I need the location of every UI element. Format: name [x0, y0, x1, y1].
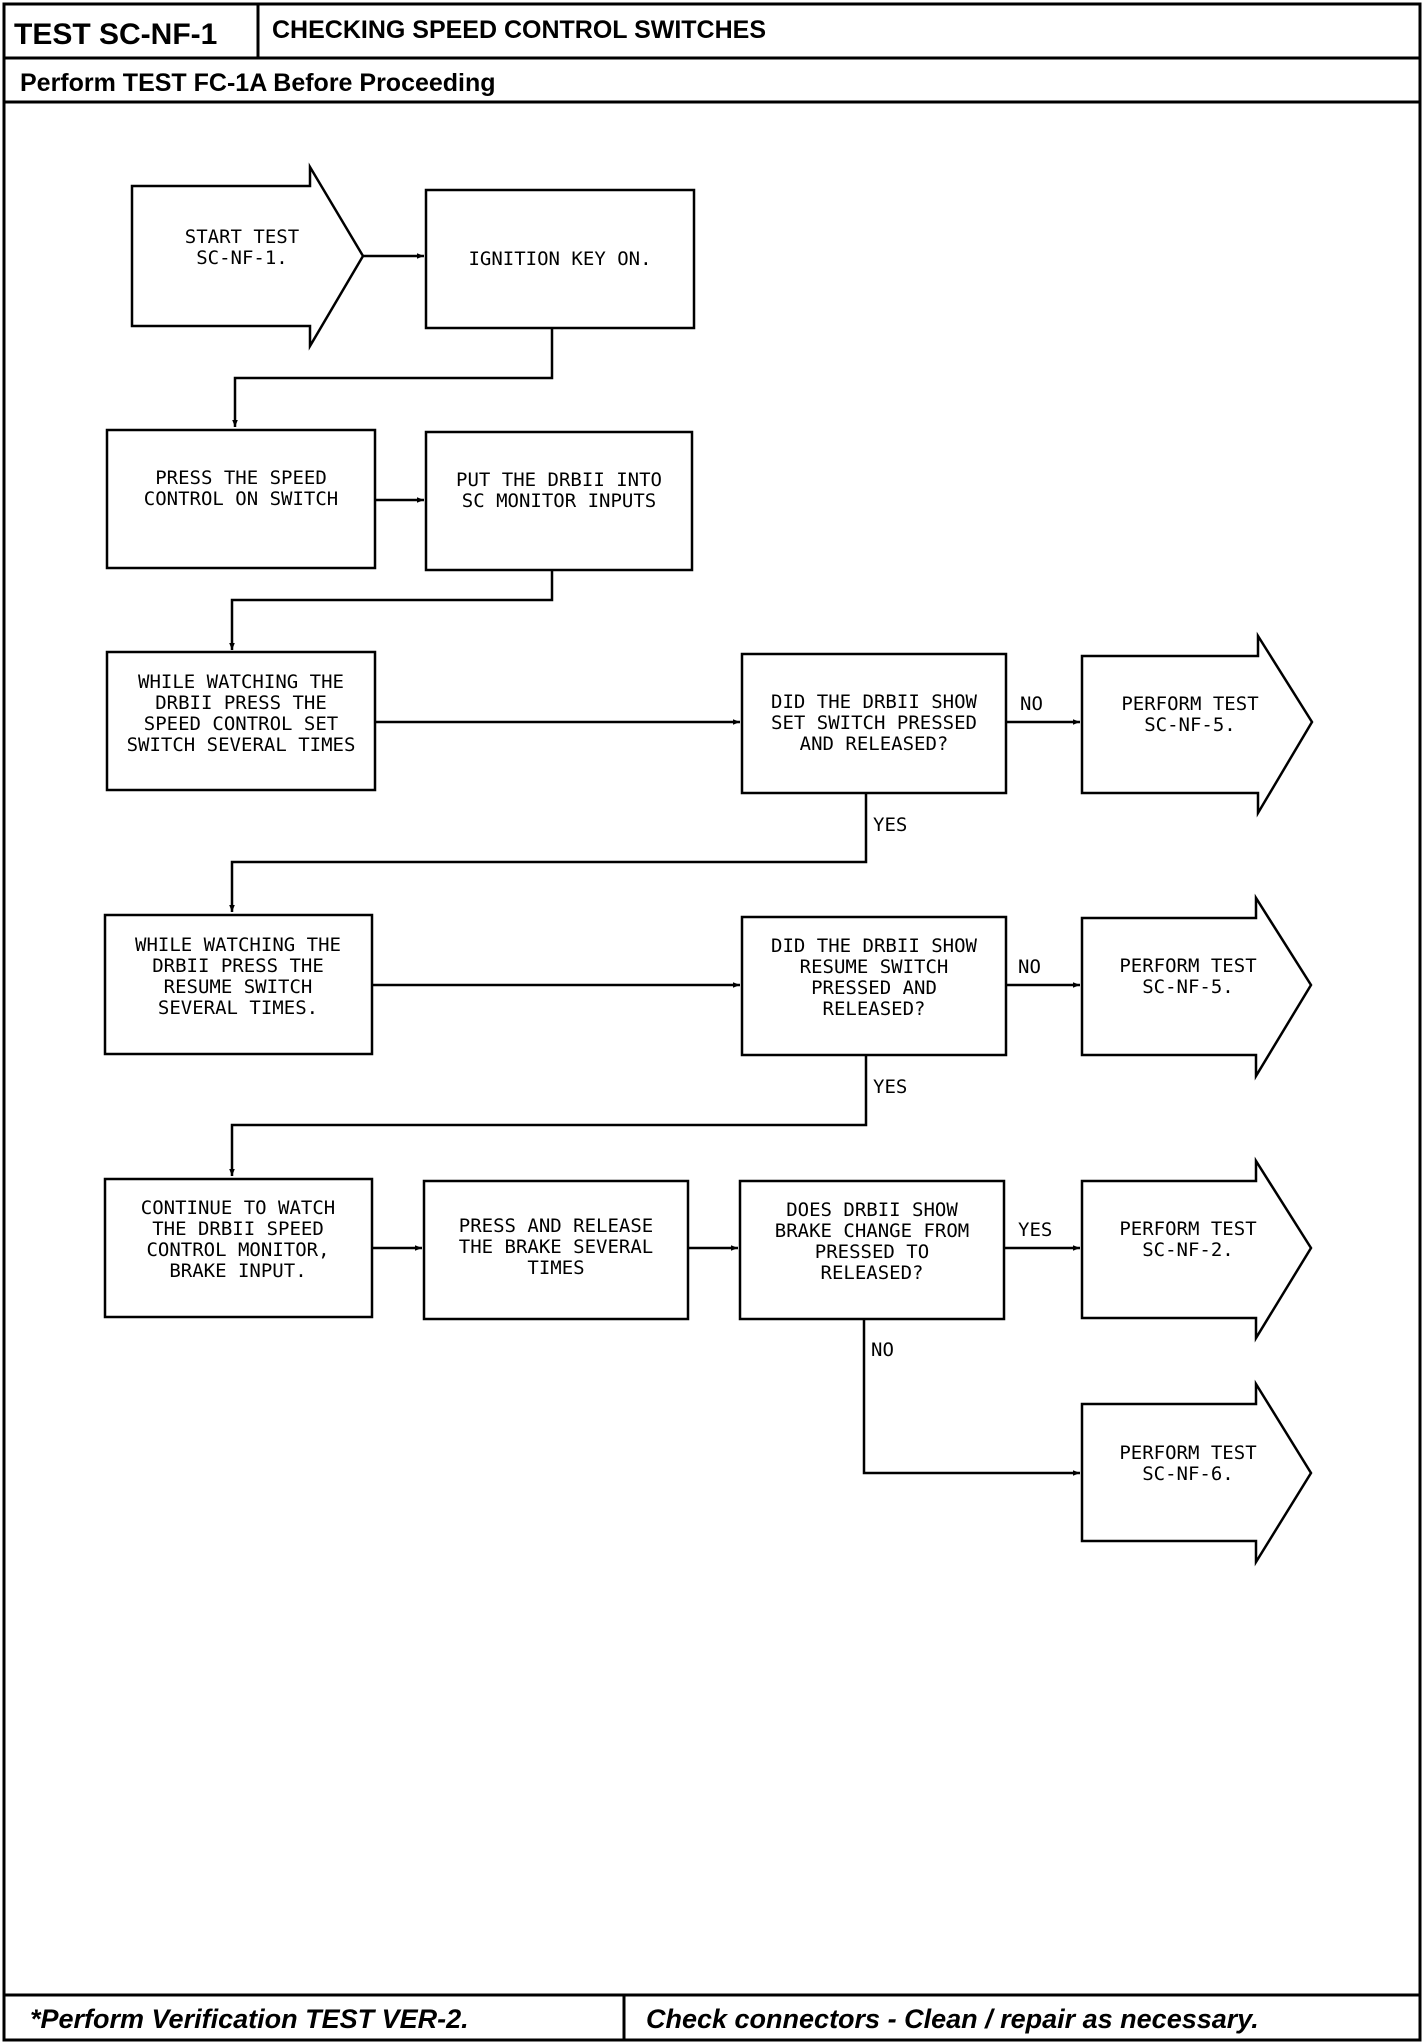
node-text-line: DID THE DRBII SHOW [771, 691, 977, 713]
label-no-set: NO [1020, 693, 1043, 715]
node-text-line: THE DRBII SPEED [152, 1218, 324, 1240]
label-no-brake: NO [871, 1339, 894, 1361]
node-text-line: SC-NF-6. [1142, 1463, 1234, 1485]
header: TEST SC-NF-1 CHECKING SPEED CONTROL SWIT… [2, 2, 1420, 104]
page-subtitle: Perform TEST FC-1A Before Proceeding [20, 69, 496, 97]
node-text-line: WHILE WATCHING THE [135, 934, 341, 956]
node-text-line: DOES DRBII SHOW [786, 1199, 958, 1221]
node-text-line: PRESSED TO [815, 1241, 929, 1263]
footer-connector-note: Check connectors - Clean / repair as nec… [646, 2004, 1259, 2034]
node-text-line: SWITCH SEVERAL TIMES [127, 734, 356, 756]
node-text-line: WHILE WATCHING THE [138, 671, 344, 693]
node-text-line: CONTROL MONITOR, [146, 1239, 329, 1261]
arrow-q-brake-no [862, 1319, 1080, 1476]
node-text-line: RELEASED? [821, 1262, 924, 1284]
node-text-line: DRBII PRESS THE [152, 955, 324, 977]
arrow-monitor-to-watch-set [229, 570, 554, 650]
test-id: TEST SC-NF-1 [14, 18, 217, 51]
node-text-line: BRAKE CHANGE FROM [775, 1220, 969, 1242]
arrow-q-resume-yes [229, 1055, 868, 1176]
node-text-line: PERFORM TEST [1119, 955, 1256, 977]
node-text-line: START TEST [185, 226, 299, 248]
node-text-line: PERFORM TEST [1121, 693, 1258, 715]
node-text-line: SC-NF-1. [196, 247, 288, 269]
node-text-line: SET SWITCH PRESSED [771, 712, 977, 734]
ignition-node-text: IGNITION KEY ON. [468, 248, 651, 270]
node-text-line: SPEED CONTROL SET [144, 713, 338, 735]
node-text-line: SC-NF-5. [1142, 976, 1234, 998]
node-text-line: CONTROL ON SWITCH [144, 488, 338, 510]
label-yes-resume: YES [873, 1076, 907, 1098]
node-text-line: TIMES [527, 1257, 584, 1279]
node-text-line: RESUME SWITCH [164, 976, 313, 998]
node-text-line: AND RELEASED? [800, 733, 949, 755]
label-yes-set: YES [873, 814, 907, 836]
node-text-line: DRBII PRESS THE [155, 692, 327, 714]
node-text-line: PERFORM TEST [1119, 1218, 1256, 1240]
node-text-line: PRESSED AND [811, 977, 937, 999]
node-text-line: DID THE DRBII SHOW [771, 935, 977, 957]
footer-verification-note: *Perform Verification TEST VER-2. [30, 2004, 469, 2034]
node-text-line: PUT THE DRBII INTO [456, 469, 662, 491]
node-text-line: CONTINUE TO WATCH [141, 1197, 335, 1219]
node-text-line: SC-NF-5. [1144, 714, 1236, 736]
branch-labels: NO YES NO YES YES NO [871, 693, 1052, 1361]
footer: *Perform Verification TEST VER-2. Check … [4, 1993, 1420, 2040]
node-text-line: SEVERAL TIMES. [158, 997, 318, 1019]
node-text-line: PERFORM TEST [1119, 1442, 1256, 1464]
label-yes-brake: YES [1018, 1219, 1052, 1241]
ignition-node: IGNITION KEY ON. [424, 188, 696, 330]
label-no-resume: NO [1018, 956, 1041, 978]
arrow-q-set-yes [229, 793, 868, 912]
node-text-line: SC MONITOR INPUTS [462, 490, 656, 512]
node-text-line: PRESS AND RELEASE [459, 1215, 653, 1237]
node-text-line: RESUME SWITCH [800, 956, 949, 978]
arrow-ignition-to-press-on [232, 328, 554, 427]
node-text-line: PRESS THE SPEED [155, 467, 327, 489]
node-text-line: BRAKE INPUT. [169, 1260, 306, 1282]
connectors [229, 253, 1080, 1476]
node-text-line: RELEASED? [823, 998, 926, 1020]
page-title: CHECKING SPEED CONTROL SWITCHES [272, 16, 766, 44]
node-text-line: IGNITION KEY ON. [468, 248, 651, 270]
node-text-line: THE BRAKE SEVERAL [459, 1236, 653, 1258]
node-text-line: SC-NF-2. [1142, 1239, 1234, 1261]
